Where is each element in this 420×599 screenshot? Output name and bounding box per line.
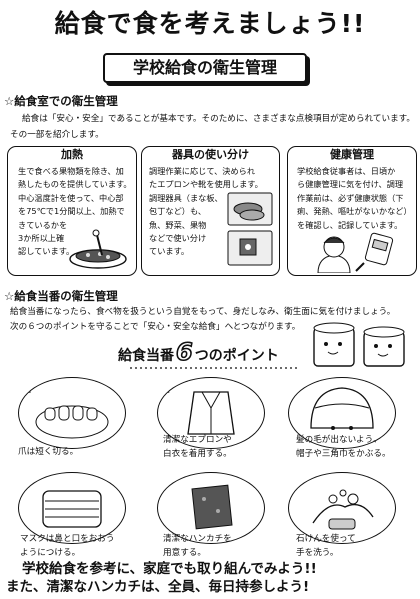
box-line: 認しています。 bbox=[18, 246, 75, 257]
section1-intro-line1: 給食は「安心・安全」であることが基本です。そのために、さまざまな点検項目が定めら… bbox=[22, 114, 415, 124]
point-6-caption: 石けんを使って 手を洗う。 bbox=[296, 532, 414, 560]
box-line: 調理作業に応じて、決められ bbox=[149, 166, 256, 176]
info-box-utensils: 器具の使い分け 調理作業に応じて、決められ たエプロンや靴を使用します。 調理器… bbox=[141, 146, 280, 276]
caption-line: 清潔なエプロンや bbox=[163, 435, 232, 445]
section2-intro-line2: 次の６つのポイントを守ることで「安心・安全な給食」へとつながります。 bbox=[10, 322, 301, 332]
section1-intro-line2: その一部を紹介します。 bbox=[10, 130, 104, 140]
caption-line: 髪の毛が出ないよう、 bbox=[296, 435, 382, 445]
point-3-illustration: 3 bbox=[288, 377, 396, 449]
caption-line: ようにつける。 bbox=[20, 548, 81, 558]
point-number: 5 bbox=[158, 472, 171, 493]
box-title: 加熱 bbox=[61, 148, 83, 161]
caption-line: 石けんを使って bbox=[296, 534, 356, 544]
point-number: 6 bbox=[289, 472, 302, 493]
point-5-illustration: 5 bbox=[157, 472, 265, 544]
caption-line: マスクは鼻と口をおおう bbox=[20, 534, 115, 544]
point-number: 2 bbox=[158, 377, 171, 398]
section2-heading: ☆給食当番の衛生管理 bbox=[4, 289, 118, 303]
section2-intro-line1: 給食当番になったら、食べ物を扱うという自覚をもって、身だしなみ、衛生面に気を付け… bbox=[10, 307, 396, 317]
point-1-illustration: 1 bbox=[18, 377, 126, 449]
box-line: ています。 bbox=[149, 246, 190, 257]
point-number: 3 bbox=[289, 377, 302, 398]
box-line: 熱したものを提供しています。 bbox=[18, 179, 132, 190]
caption-line: 帽子や三角巾をかぶる。 bbox=[296, 449, 391, 459]
box-line: たエプロンや靴を使用します。 bbox=[149, 179, 263, 190]
box-line: 作業前は、必ず健康状態（下 bbox=[297, 192, 404, 203]
points-title-post: つのポイント bbox=[194, 348, 279, 364]
caption-line: 手を洗う。 bbox=[296, 548, 339, 558]
point-number: 1 bbox=[19, 377, 32, 398]
box-line: ら健康管理に気を付け、調理 bbox=[297, 179, 404, 190]
box-line: 包丁など）も、 bbox=[149, 206, 207, 217]
point-2-illustration: 2 bbox=[157, 377, 265, 449]
box-line: 生で食べる果物類を除き、加 bbox=[18, 166, 124, 176]
caption-line: 清潔なハンカチを bbox=[163, 534, 232, 544]
box-line: 調理器具（まな板、 bbox=[149, 192, 223, 203]
point-number: 4 bbox=[19, 472, 32, 493]
health-check-staff-icon bbox=[317, 232, 394, 273]
info-box-health: 健康管理 学校給食従事者は、日頃か ら健康管理に気を付け、調理 作業前は、必ず健… bbox=[287, 146, 417, 276]
box-line: を確認し、記録しています。 bbox=[297, 219, 403, 230]
info-box-heating: 加熱 生で食べる果物類を除き、加 熱したものを提供しています。 中心温度計を使っ… bbox=[7, 146, 137, 276]
section-banner: 学校給食の衛生管理 bbox=[103, 53, 307, 83]
points-title-number: 6 bbox=[175, 338, 193, 366]
box-line: 3か所以上確 bbox=[18, 233, 65, 244]
box-line: 痢、発熱、嘔吐がないかなど） bbox=[297, 206, 412, 217]
footer-line2: また、清潔なハンカチは、全員、毎日持参しよう! bbox=[6, 579, 310, 595]
box-line: 学校給食従事者は、日頃か bbox=[297, 166, 396, 176]
title-underline bbox=[130, 367, 300, 369]
caption-line: 白衣を着用する。 bbox=[163, 449, 232, 459]
point-1-caption: 爪は短く切る。 bbox=[18, 445, 136, 459]
caption-line: 爪は短く切る。 bbox=[18, 447, 79, 457]
point-2-caption: 清潔なエプロンや 白衣を着用する。 bbox=[163, 433, 281, 461]
point-4-caption: マスクは鼻と口をおおう ようにつける。 bbox=[20, 532, 138, 560]
box-line: 魚、野菜、果物 bbox=[149, 219, 207, 230]
food-pots-icon bbox=[313, 322, 405, 367]
thermometer-pan-icon bbox=[69, 229, 127, 269]
points-title-pre: 給食当番 bbox=[118, 348, 174, 364]
cutting-board-icon bbox=[227, 192, 273, 266]
box-line: きているかを bbox=[18, 219, 68, 230]
page-title: 給食で食を考えましょう!! bbox=[54, 9, 366, 38]
caption-line: 用意する。 bbox=[163, 548, 206, 558]
point-3-caption: 髪の毛が出ないよう、 帽子や三角巾をかぶる。 bbox=[296, 433, 414, 461]
box-title: 器具の使い分け bbox=[172, 148, 249, 161]
point-6-illustration: 6 bbox=[288, 472, 396, 544]
box-line: を75℃で1分間以上、加熱で bbox=[18, 206, 125, 217]
box-line: などで使い分け bbox=[149, 233, 207, 244]
box-line: 中心温度計を使って、中心部 bbox=[18, 192, 124, 203]
point-5-caption: 清潔なハンカチを 用意する。 bbox=[163, 532, 281, 560]
footer-line1: 学校給食を参考に、家庭でも取り組んでみよう!! bbox=[22, 561, 317, 577]
point-4-illustration: 4 bbox=[18, 472, 126, 544]
box-title: 健康管理 bbox=[330, 148, 374, 161]
section1-heading: ☆給食室での衛生管理 bbox=[4, 94, 118, 108]
